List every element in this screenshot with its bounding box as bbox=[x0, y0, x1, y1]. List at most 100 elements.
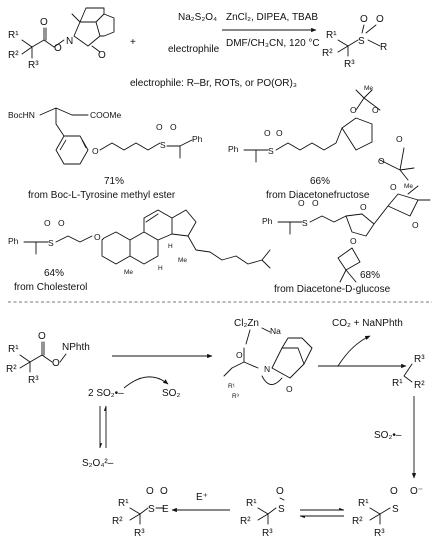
tyr-so-o1: O bbox=[156, 122, 163, 132]
mech-o2: O bbox=[52, 358, 60, 369]
plus-sign: + bbox=[130, 37, 136, 48]
source-2: from Diacetonefructose bbox=[266, 190, 370, 201]
boc-label: BocHN bbox=[8, 110, 35, 120]
fru-o1: O bbox=[350, 105, 357, 115]
tyr-so-o2: O bbox=[170, 122, 177, 132]
mech-o1: O bbox=[38, 331, 46, 342]
example-glucose: Ph S O O O O O O 68% from Diacetone-D-gl… bbox=[262, 182, 431, 295]
mp-e: E bbox=[162, 504, 169, 515]
sa-s: S bbox=[278, 504, 285, 515]
prod-o1: O bbox=[360, 14, 368, 25]
chol-o: O bbox=[94, 232, 101, 242]
sr-r1: R¹ bbox=[358, 498, 369, 509]
chol-so-o1: O bbox=[44, 218, 51, 228]
sulfone-product: R¹ R² R³ S O O R bbox=[322, 14, 387, 70]
yield-3: 64% bbox=[44, 268, 64, 279]
dithionite: S₂O₄²– bbox=[82, 458, 114, 469]
sr-r3: R³ bbox=[374, 528, 385, 539]
so2-released: SO₂ bbox=[162, 388, 180, 399]
glu-so-o1: O bbox=[298, 198, 305, 208]
fru-me-b: Me bbox=[404, 183, 413, 190]
mp-o2: O bbox=[160, 486, 168, 497]
zn-r1: R¹ bbox=[228, 383, 236, 390]
imide-o: O bbox=[98, 50, 106, 61]
tyr-s: S bbox=[160, 140, 166, 150]
prod-o2: O bbox=[376, 14, 384, 25]
yield-1: 71% bbox=[104, 176, 124, 187]
rad-r2: R² bbox=[414, 380, 425, 391]
fru-ph: Ph bbox=[228, 144, 239, 154]
reagent-electrophile: electrophile bbox=[168, 44, 220, 55]
zn-o-imide: O bbox=[286, 384, 293, 394]
ester-label: COOMe bbox=[90, 110, 121, 120]
glu-ph: Ph bbox=[262, 216, 273, 226]
zinc-complex: Cl₂Zn Na O N O R¹ R³ bbox=[223, 318, 313, 400]
ester-o: O bbox=[54, 43, 62, 54]
rad-r1: R¹ bbox=[392, 378, 403, 389]
yield-4: 68% bbox=[360, 270, 380, 281]
sa-r2: R² bbox=[240, 516, 251, 527]
source-3: from Cholesterol bbox=[14, 282, 87, 293]
prod-r: R bbox=[380, 42, 387, 53]
chol-me1: Me bbox=[124, 269, 133, 276]
mp-r2: R² bbox=[112, 516, 123, 527]
electrophile-e: E⁺ bbox=[196, 492, 208, 503]
chol-ph: Ph bbox=[8, 236, 19, 246]
electrophile-note: electrophile: R–Br, ROTs, or PO(OR)₃ bbox=[130, 78, 297, 89]
sa-o: O bbox=[276, 486, 284, 497]
glu-so-o2: O bbox=[312, 198, 319, 208]
mech-r2: R² bbox=[6, 364, 17, 375]
zn-o: O bbox=[236, 350, 243, 360]
fru-o4: O bbox=[396, 134, 403, 144]
chol-me2: Me bbox=[178, 257, 187, 264]
mech-product: R¹ R² R³ S O O E bbox=[112, 486, 169, 539]
r2-label: R² bbox=[8, 50, 19, 61]
r3-label: R³ bbox=[28, 60, 39, 71]
yield-2: 66% bbox=[310, 176, 330, 187]
na-label: Na bbox=[270, 326, 281, 336]
prod-r1: R¹ bbox=[326, 30, 337, 41]
glu-o4: O bbox=[412, 220, 419, 230]
rad-r3: R³ bbox=[414, 354, 425, 365]
so2-radical-pair: 2 SO₂•– bbox=[88, 388, 124, 399]
alkyl-radical: R³ R² R¹ bbox=[392, 354, 425, 391]
fru-me-a: Me bbox=[364, 85, 373, 92]
tyr-ph: Ph bbox=[192, 134, 203, 144]
mp-s: S bbox=[148, 504, 155, 515]
reagent-dithionite: Na₂S₂O₄ bbox=[178, 12, 217, 23]
example-tyrosine: BocHN COOMe O S O O Ph 71% from Boc-L-Ty… bbox=[8, 107, 203, 201]
sa-r3: R³ bbox=[262, 528, 273, 539]
glu-s: S bbox=[302, 218, 308, 228]
byproduct: CO₂ + NaNPhth bbox=[332, 318, 403, 329]
example-cholesterol: Ph S O O O Me H H Me 64% from Cholestero… bbox=[8, 209, 271, 293]
conditions-line1: ZnCl₂, DIPEA, TBAB bbox=[226, 12, 318, 23]
chol-h2: H bbox=[168, 243, 173, 250]
sulfinate-anion: R¹ R² R³ S O bbox=[240, 486, 285, 539]
prod-r3: R³ bbox=[344, 59, 355, 70]
sr-s: S bbox=[392, 504, 399, 515]
fru-so-o2: O bbox=[276, 128, 283, 138]
fru-s: S bbox=[268, 146, 274, 156]
mp-r1: R¹ bbox=[118, 498, 129, 509]
chol-so-o2: O bbox=[58, 218, 65, 228]
sa-r1: R¹ bbox=[246, 498, 257, 509]
zn-label: Cl₂Zn bbox=[234, 318, 259, 329]
zn-n: N bbox=[264, 364, 270, 374]
fru-o2: O bbox=[372, 105, 379, 115]
prod-r2: R² bbox=[322, 48, 333, 59]
mech-start: R¹ R² R³ O O NPhth bbox=[6, 331, 90, 386]
so2-radical: SO₂•– bbox=[374, 430, 402, 441]
fru-so-o1: O bbox=[264, 128, 271, 138]
conditions-line2: DMF/CH₃CN, 120 °C bbox=[226, 38, 320, 49]
sr-o2: O⁻ bbox=[410, 486, 423, 497]
mech-r1: R¹ bbox=[8, 344, 19, 355]
tyr-ether-o: O bbox=[92, 146, 99, 156]
mp-r3: R³ bbox=[134, 528, 145, 539]
sulfinate-radical: R¹ R² R³ S O O⁻ bbox=[352, 486, 423, 539]
chol-h1: H bbox=[158, 265, 163, 272]
mp-o1: O bbox=[146, 486, 154, 497]
chol-s: S bbox=[48, 238, 54, 248]
starting-ester: R¹ R² R³ O O N O bbox=[8, 7, 115, 71]
glu-o2: O bbox=[360, 202, 367, 212]
